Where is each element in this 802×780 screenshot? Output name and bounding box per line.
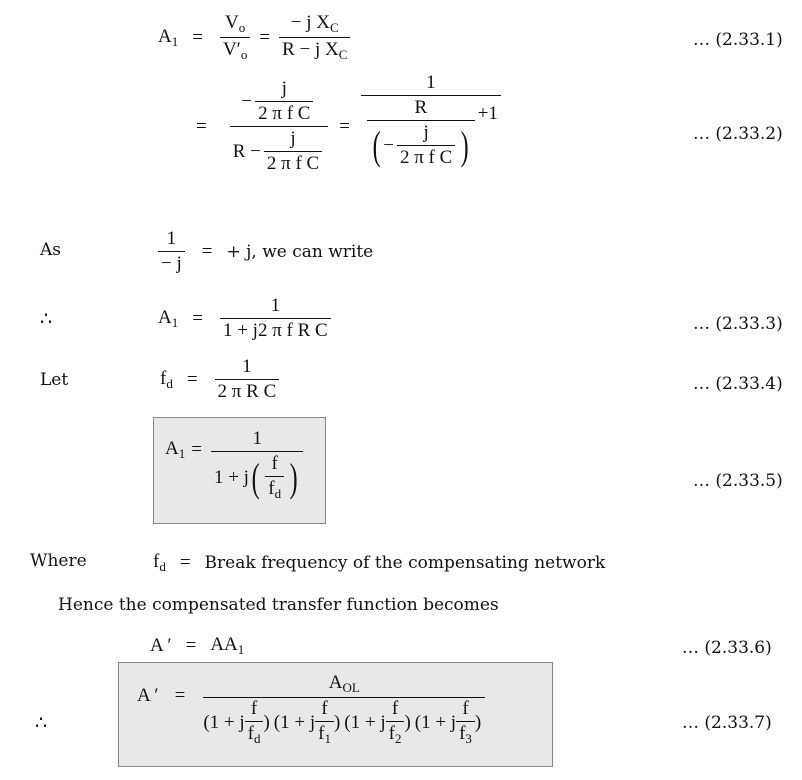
therefore: ∴ bbox=[35, 713, 48, 734]
where-word: Where bbox=[30, 551, 87, 571]
highlight-box bbox=[118, 662, 553, 767]
equation-number: … (2.33.6) bbox=[682, 638, 772, 658]
as-equation: 1− j = + j, we can write bbox=[155, 228, 373, 275]
highlight-box bbox=[153, 417, 326, 524]
therefore: ∴ bbox=[40, 309, 53, 330]
equation-number: … (2.33.7) bbox=[682, 713, 772, 733]
equals: = bbox=[339, 115, 350, 137]
equation-number: … (2.33.5) bbox=[693, 471, 783, 491]
equation-number: … (2.33.4) bbox=[693, 374, 783, 394]
lhs: A1 bbox=[158, 25, 179, 49]
equals: = bbox=[192, 26, 203, 48]
equals: = bbox=[196, 115, 207, 137]
hence-text: Hence the compensated transfer function … bbox=[58, 595, 499, 615]
as-word: As bbox=[40, 240, 62, 260]
equation-number: … (2.33.3) bbox=[693, 314, 783, 334]
where-definition: fd = Break frequency of the compensating… bbox=[153, 551, 606, 574]
equation-2-33-6: A ′=AA1 bbox=[150, 634, 245, 657]
let-word: Let bbox=[40, 370, 69, 390]
equation-number: … (2.33.1) bbox=[693, 30, 783, 50]
equation-number: … (2.33.2) bbox=[693, 124, 783, 144]
equals: = bbox=[259, 26, 271, 48]
